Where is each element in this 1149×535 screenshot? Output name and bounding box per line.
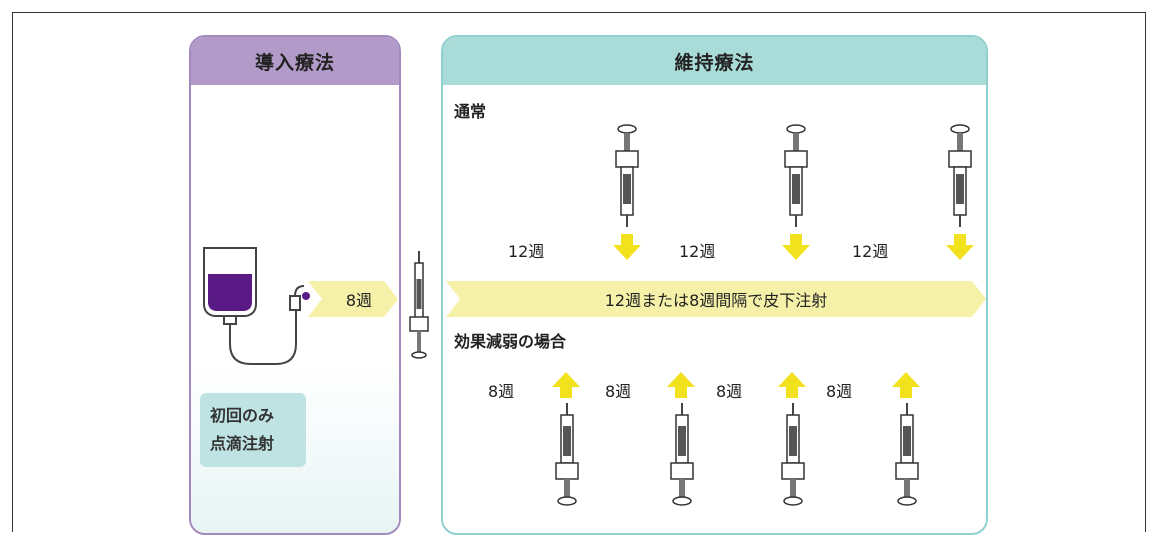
arrow-up-icon <box>552 372 580 398</box>
normal-interval-label: 12週 <box>852 242 889 261</box>
arrow-up-icon <box>778 372 806 398</box>
maintenance-interval-text: 12週または8週間隔で皮下注射 <box>604 291 828 310</box>
arrow-down-icon <box>946 234 974 260</box>
syringe-icon <box>781 403 805 506</box>
first-dose-note: 初回のみ 点滴注射 <box>200 393 306 467</box>
note-line-1: 初回のみ <box>210 406 275 425</box>
reduced-interval-label: 8週 <box>826 382 853 401</box>
reduced-interval-label: 8週 <box>716 382 743 401</box>
syringe-icon <box>555 403 579 506</box>
induction-duration-label: 8週 <box>345 291 372 310</box>
syringe-icon <box>895 403 919 506</box>
syringe-icon <box>948 124 972 227</box>
induction-duration-arrow: 8週 <box>308 281 398 317</box>
maintenance-title: 維持療法 <box>443 37 986 85</box>
normal-interval-label: 12週 <box>508 242 545 261</box>
induction-title: 導入療法 <box>191 37 399 85</box>
reduced-interval-label: 8週 <box>605 382 632 401</box>
reduced-interval-label: 8週 <box>488 382 515 401</box>
arrow-up-icon <box>667 372 695 398</box>
iv-bag-icon <box>203 247 310 365</box>
syringe-icon <box>409 251 429 359</box>
syringe-icon <box>670 403 694 506</box>
reduced-effect-section-label: 効果減弱の場合 <box>454 332 567 351</box>
arrow-up-icon <box>892 372 920 398</box>
normal-section-label: 通常 <box>454 102 487 121</box>
maintenance-interval-band: 12週または8週間隔で皮下注射 <box>446 281 986 317</box>
arrow-down-icon <box>782 234 810 260</box>
arrow-down-icon <box>613 234 641 260</box>
syringe-icon <box>784 124 808 227</box>
syringe-icon <box>615 124 639 227</box>
diagram-frame <box>12 12 1146 532</box>
note-line-2: 点滴注射 <box>210 434 275 453</box>
normal-interval-label: 12週 <box>679 242 716 261</box>
